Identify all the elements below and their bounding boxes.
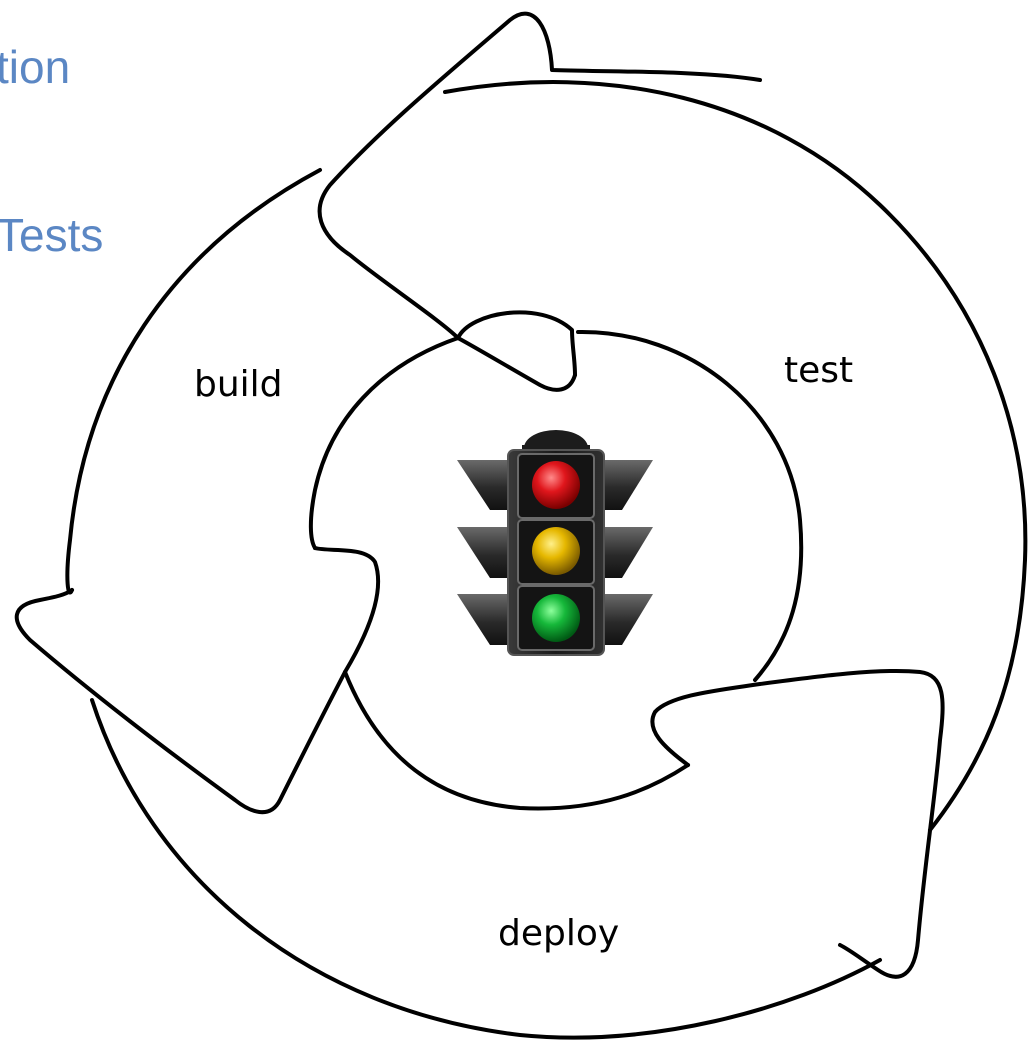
ring-inner-edge-bottom <box>343 670 690 811</box>
background-subheading-fragment: Tests <box>0 209 104 261</box>
ring-inner-edge-left <box>308 336 460 550</box>
label-deploy: deploy <box>498 913 619 954</box>
label-build: build <box>194 364 283 405</box>
traffic-light-icon <box>457 430 653 656</box>
ring-outer-edge-bottom <box>90 698 882 1040</box>
ring-outer-edge-left <box>65 168 322 595</box>
arrow-deploy <box>650 668 945 979</box>
arrow-test-tail <box>456 336 577 392</box>
label-test: test <box>784 350 853 391</box>
background-heading-fragment: tion <box>0 41 71 93</box>
red-light <box>532 461 580 509</box>
yellow-light <box>532 527 580 575</box>
arrow-test <box>317 11 762 377</box>
ring-outer-edge <box>443 80 1028 832</box>
arrow-build <box>14 546 381 814</box>
green-light <box>532 594 580 642</box>
ring-inner-edge-right <box>576 329 804 682</box>
